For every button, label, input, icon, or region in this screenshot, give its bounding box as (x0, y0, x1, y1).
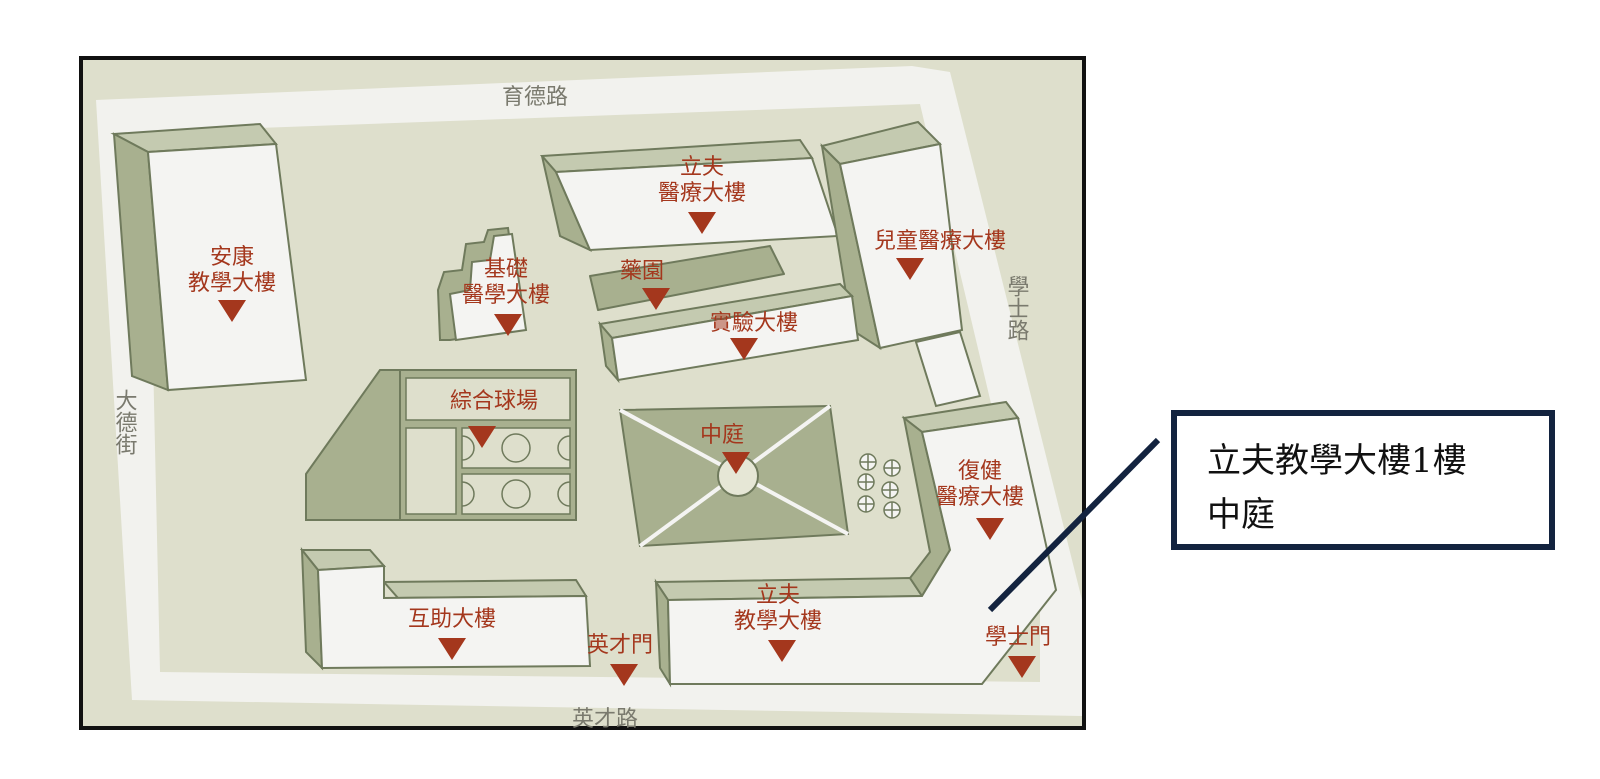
marker-lifu-teaching[interactable] (768, 640, 796, 662)
label-ankang-line1: 安康 (210, 245, 254, 270)
marker-lab[interactable] (730, 338, 758, 360)
building-lifu-medical (539, 138, 840, 253)
label-sports: 綜合球場 (450, 389, 538, 414)
label-ankang-line2: 教學大樓 (188, 271, 276, 296)
marker-xueshi-gate[interactable] (1008, 656, 1036, 678)
label-lifu-medical-line1: 立夫 (680, 155, 724, 180)
callout-line-2: 中庭 (1207, 495, 1275, 535)
label-jichu-line1: 基礎 (484, 257, 528, 282)
sports-court (305, 369, 577, 521)
marker-rehab[interactable] (976, 518, 1004, 540)
street-label-west: 大德街 (112, 389, 138, 455)
building-huzhu (299, 547, 592, 671)
marker-huzhu[interactable] (438, 638, 466, 660)
label-huzhu: 互助大樓 (408, 607, 496, 632)
street-label-north: 育德路 (502, 85, 568, 110)
herb-garden (589, 245, 785, 311)
callout-box: 立夫教學大樓1樓 中庭 (1171, 410, 1555, 550)
street-label-south: 英才路 (572, 707, 638, 732)
marker-herb-garden[interactable] (642, 288, 670, 310)
label-jichu-line2: 醫學大樓 (462, 283, 550, 308)
marker-courtyard[interactable] (722, 452, 750, 474)
building-jichu (436, 226, 528, 342)
label-childrens: 兒童醫療大樓 (874, 229, 1006, 254)
label-courtyard: 中庭 (700, 423, 744, 448)
callout-pointer (987, 437, 1161, 613)
label-lab: 實驗大樓 (710, 311, 798, 336)
street-label-east: 學士路 (1004, 275, 1030, 341)
label-rehab-line1: 復健 (958, 459, 1002, 484)
marker-sports[interactable] (468, 426, 496, 448)
label-rehab-line2: 醫療大樓 (936, 485, 1024, 510)
marker-ankang[interactable] (218, 300, 246, 322)
label-lifu-teaching-line2: 教學大樓 (734, 609, 822, 634)
label-herb-garden: 藥園 (620, 259, 664, 284)
label-lifu-teaching-line1: 立夫 (756, 583, 800, 608)
marker-childrens[interactable] (896, 258, 924, 280)
label-yingcai-gate: 英才門 (587, 633, 653, 658)
building-ankang (110, 122, 308, 392)
label-lifu-medical-line2: 醫療大樓 (658, 181, 746, 206)
marker-jichu[interactable] (494, 314, 522, 336)
building-lifu-teaching-rehab (654, 400, 1058, 688)
connector-corridor (914, 330, 982, 408)
marker-yingcai-gate[interactable] (610, 664, 638, 686)
callout-line-1: 立夫教學大樓1樓 (1207, 441, 1467, 481)
marker-lifu-medical[interactable] (688, 212, 716, 234)
label-xueshi-gate: 學士門 (985, 625, 1051, 650)
decorative-circles (857, 453, 901, 519)
courtyard (618, 404, 850, 548)
building-childrens (820, 120, 964, 351)
